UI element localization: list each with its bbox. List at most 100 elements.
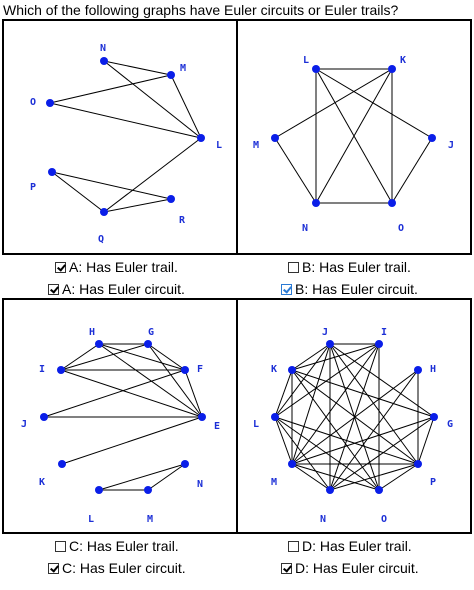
option-a-euler-circuit[interactable]: A: Has Euler circuit. <box>48 280 185 298</box>
graph-d-label-j: J <box>322 327 328 338</box>
graph-d-edge-mn <box>291 463 331 491</box>
option-a-euler-trail-label: A: Has Euler trail. <box>69 259 178 275</box>
graph-d-edge-gp <box>417 416 435 465</box>
graph-d-edge-kg <box>291 369 435 418</box>
graph-a-node-p <box>48 168 56 176</box>
graph-a-label-m: M <box>180 63 186 74</box>
graph-c-node-j <box>40 413 48 421</box>
graph-b-label-l: L <box>303 55 309 66</box>
graph-a-node-m <box>167 71 175 79</box>
checkbox-c-euler-trail[interactable] <box>55 540 66 552</box>
option-b-euler-trail[interactable]: B: Has Euler trail. <box>288 258 411 276</box>
graph-c-label-f: F <box>197 364 203 375</box>
graph-c-node-f <box>181 366 189 374</box>
graph-c: H G I F J E K N L M <box>21 327 220 525</box>
option-c-euler-trail-label: C: Has Euler trail. <box>69 538 179 554</box>
graph-a-label-o: O <box>30 97 36 108</box>
graph-d-label-k: K <box>271 364 277 375</box>
graph-d-node-i <box>375 340 383 348</box>
graph-c-panel: H G I F J E K N L M <box>2 298 238 534</box>
option-d-euler-circuit[interactable]: D: Has Euler circuit. <box>281 559 419 577</box>
option-b-euler-circuit[interactable]: B: Has Euler circuit. <box>281 280 418 298</box>
graph-d-edge-kl <box>274 369 293 418</box>
graph-d-edge-mo <box>291 463 380 491</box>
graph-a: N M O L P R Q <box>30 43 222 245</box>
graph-c-node-m <box>144 486 152 494</box>
graph-d-node-k <box>288 366 296 374</box>
checkbox-a-euler-circuit[interactable] <box>48 283 59 295</box>
graph-d-edge-gn <box>329 416 435 491</box>
graph-d-edge-jl <box>274 343 331 418</box>
graph-c-label-h: H <box>89 327 95 338</box>
graph-d-label-m: M <box>271 477 277 488</box>
graph-b-node-j <box>428 134 436 142</box>
graph-d-edge-jp <box>329 343 419 465</box>
graph-c-node-l <box>95 486 103 494</box>
graph-a-node-r <box>167 195 175 203</box>
graph-d-node-j <box>326 340 334 348</box>
option-b-euler-circuit-label: B: Has Euler circuit. <box>295 281 418 297</box>
graph-c-label-l: L <box>88 514 94 525</box>
graph-c-label-m: M <box>147 514 153 525</box>
graph-d-edge-gm <box>291 416 435 465</box>
graph-a-label-r: R <box>179 215 186 226</box>
graph-b-panel: L K M J N O <box>236 19 472 255</box>
graph-c-node-i <box>57 366 65 374</box>
checkbox-a-euler-trail[interactable] <box>55 261 66 273</box>
graph-d-label-o: O <box>381 514 387 525</box>
graph-c-label-j: J <box>21 419 27 430</box>
graph-b-label-m: M <box>253 140 259 151</box>
graph-d-edge-pn <box>329 463 419 491</box>
graph-a-node-n <box>100 57 108 65</box>
checkbox-d-euler-trail[interactable] <box>288 540 299 552</box>
graph-a-node-q <box>100 208 108 216</box>
graph-c-label-g: G <box>148 327 154 338</box>
graph-d-label-l: L <box>253 419 259 430</box>
graph-b-label-j: J <box>448 140 454 151</box>
graph-a-label-p: P <box>30 182 36 193</box>
graph-c-label-e: E <box>214 421 220 432</box>
graph-a-label-l: L <box>216 140 222 151</box>
graph-d-panel: J I K H L G M P N O <box>236 298 472 534</box>
option-c-euler-circuit[interactable]: C: Has Euler circuit. <box>48 559 186 577</box>
graph-c-node-n <box>181 460 189 468</box>
graph-b-node-k <box>388 65 396 73</box>
graph-a-label-n: N <box>100 43 106 54</box>
graph-d-label-h: H <box>430 364 436 375</box>
graph-c-label-k: K <box>39 477 45 488</box>
option-c-euler-trail[interactable]: C: Has Euler trail. <box>55 537 179 555</box>
graph-c-node-h <box>95 340 103 348</box>
checkbox-b-euler-trail[interactable] <box>288 261 299 273</box>
checkbox-b-euler-circuit[interactable] <box>281 283 292 295</box>
option-a-euler-trail[interactable]: A: Has Euler trail. <box>55 258 178 276</box>
graph-d-edge-ln <box>274 416 331 491</box>
graph-b-label-o: O <box>398 223 404 234</box>
graph-d-edge-lp <box>274 416 419 465</box>
graph-d-label-p: P <box>430 477 436 488</box>
checkbox-d-euler-circuit[interactable] <box>281 562 292 574</box>
option-d-euler-trail[interactable]: D: Has Euler trail. <box>288 537 412 555</box>
option-d-euler-circuit-label: D: Has Euler circuit. <box>295 560 419 576</box>
graph-a-label-q: Q <box>98 234 104 245</box>
graph-d-label-i: I <box>381 327 387 338</box>
graph-d-node-h <box>414 366 422 374</box>
graph-d-edge-po <box>378 463 419 491</box>
graph-a-panel: N M O L P R Q <box>2 19 238 255</box>
graph-b: L K M J N O <box>253 55 454 234</box>
graph-d-edge-ko <box>291 369 380 491</box>
option-a-euler-circuit-label: A: Has Euler circuit. <box>62 281 185 297</box>
graph-d-node-n <box>326 486 334 494</box>
graph-b-node-o <box>388 199 396 207</box>
option-c-euler-circuit-label: C: Has Euler circuit. <box>62 560 186 576</box>
graph-d-node-l <box>271 413 279 421</box>
checkbox-c-euler-circuit[interactable] <box>48 562 59 574</box>
graph-b-node-l <box>312 65 320 73</box>
graph-a-node-l <box>197 134 205 142</box>
option-b-euler-trail-label: B: Has Euler trail. <box>302 259 411 275</box>
graph-d-edge-jm <box>291 343 331 465</box>
graph-c-node-k <box>58 460 66 468</box>
option-d-euler-trail-label: D: Has Euler trail. <box>302 538 412 554</box>
graph-c-label-i: I <box>39 364 45 375</box>
question-text: Which of the following graphs have Euler… <box>3 2 399 18</box>
graph-d-edge-ik <box>291 343 380 371</box>
